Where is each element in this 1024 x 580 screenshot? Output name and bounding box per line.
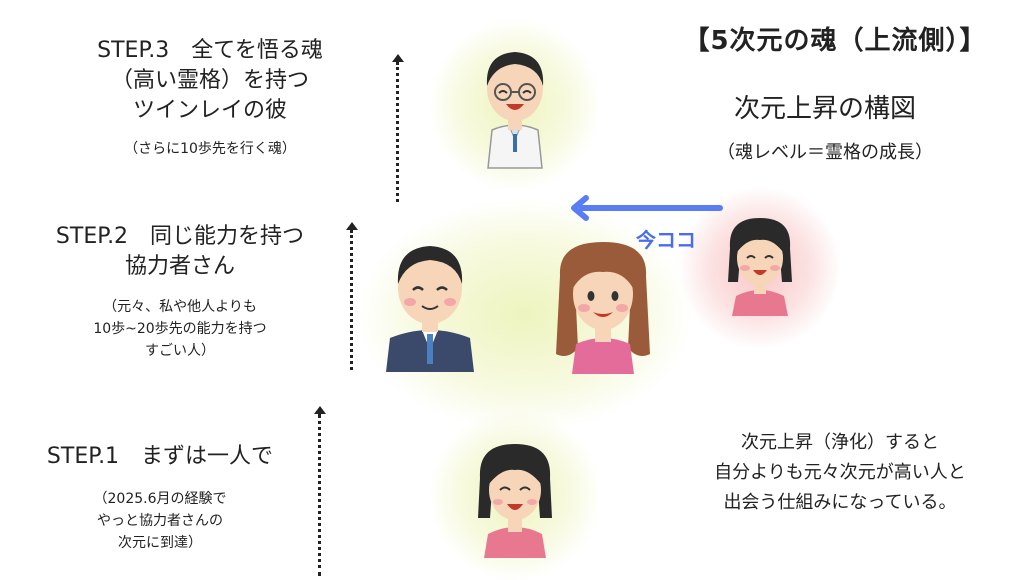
step2-heading-line: STEP.2 同じ能力を持つ [55, 224, 305, 249]
caption-line: 自分よりも元々次元が高い人と [714, 462, 966, 483]
diagram-subtitle: 次元上昇の構図 [733, 94, 916, 124]
step3-heading-line: STEP.3 全てを悟る魂 [97, 38, 323, 63]
helper-woman-illustration [556, 242, 650, 374]
step3-up-arrowhead [392, 54, 404, 62]
step2-heading: STEP.2 同じ能力を持つ 協力者さん [20, 222, 340, 282]
step3-dotted-line [396, 62, 399, 202]
step2-note-line: 10歩~20歩先の能力を持つ [93, 321, 267, 337]
now-arrow [571, 195, 723, 221]
step2-heading-line: 協力者さん [124, 254, 235, 279]
step3-heading: STEP.3 全てを悟る魂 （高い霊格）を持つ ツインレイの彼 [60, 36, 360, 126]
step2-up-arrowhead [346, 222, 358, 230]
businessman-illustration [386, 246, 474, 372]
step1-note-line: やっと協力者さんの [97, 513, 223, 529]
now-label: 今ココ [636, 228, 696, 252]
step3-heading-line: ツインレイの彼 [132, 98, 287, 123]
step3-note-line: （さらに10歩先を行く魂） [124, 141, 296, 157]
diagram-title: 【5次元の魂（上流側）】 [683, 26, 987, 56]
caption-line: 次元上昇（浄化）すると [741, 432, 939, 453]
step1-dotted-line [318, 414, 321, 576]
step2-note-line: すごい人） [145, 343, 215, 359]
step1-note-line: 次元に到達） [118, 535, 202, 551]
step2-dotted-line [350, 230, 353, 370]
twin-flame-man-illustration [486, 52, 544, 169]
caption: 次元上昇（浄化）すると 自分よりも元々次元が高い人と 出会う仕組みになっている。 [680, 428, 1000, 518]
step3-note: （さらに10歩先を行く魂） [60, 138, 360, 160]
step1-heading: STEP.1 まずは一人で [10, 442, 310, 472]
caption-line: 出会う仕組みになっている。 [723, 492, 957, 513]
step1-heading-line: STEP.1 まずは一人で [46, 444, 274, 469]
step1-self-illustration [478, 444, 552, 558]
step1-note-line: （2025.6月の経験で [93, 491, 227, 507]
step1-up-arrowhead [314, 406, 326, 414]
step2-note: （元々、私や他人よりも 10歩~20歩先の能力を持つ すごい人） [20, 296, 340, 362]
step1-note: （2025.6月の経験で やっと協力者さんの 次元に到達） [10, 488, 310, 554]
step3-heading-line: （高い霊格）を持つ [110, 68, 309, 93]
current-self-illustration [728, 218, 792, 316]
diagram-note: （魂レベル＝霊格の成長） [717, 142, 933, 163]
step2-note-line: （元々、私や他人よりも [103, 299, 257, 315]
